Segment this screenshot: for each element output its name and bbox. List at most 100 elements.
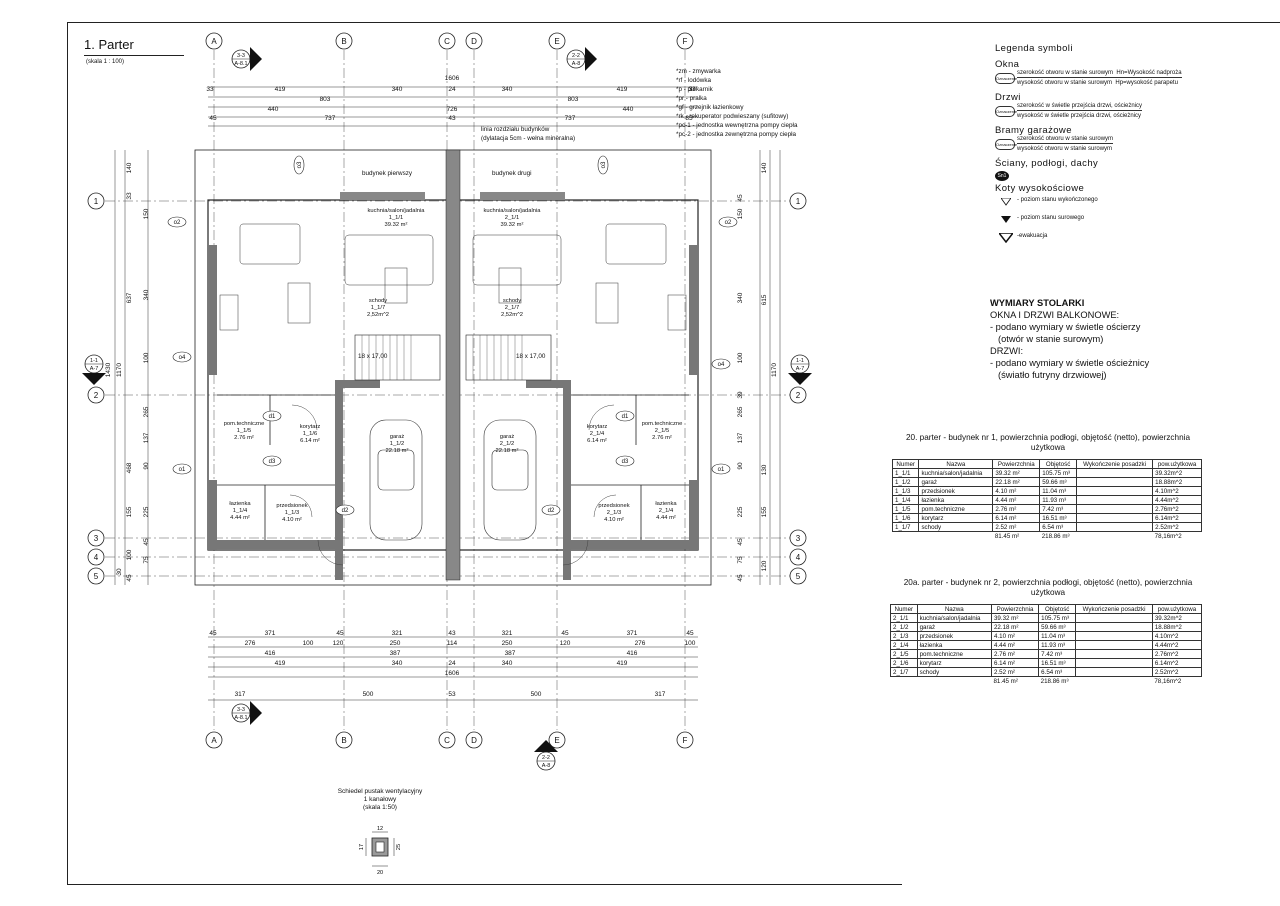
dim-top: 340 <box>502 86 513 93</box>
dim-top: 803 <box>568 96 579 103</box>
table-cell <box>1076 522 1154 532</box>
table-cell: kuchnia/salon/jadalnia <box>916 613 992 623</box>
room-num: 2_1/4 <box>659 508 674 514</box>
axis-bubble-1-left: 1 <box>87 192 105 210</box>
table-cell <box>1075 667 1153 677</box>
chimney-title: Schiedel pustak wentylacyjny <box>337 788 423 795</box>
dim-top: 726 <box>447 106 458 113</box>
dim-top: 33 <box>206 86 214 93</box>
table-total-cell <box>893 532 919 541</box>
dim-left: 468 <box>126 462 133 473</box>
legend-evacuation: -ewakuacja <box>995 230 1225 248</box>
table-cell: 1_1/5 <box>891 504 920 514</box>
chimney-dim: 20 <box>377 870 383 876</box>
dim-bottom: 340 <box>392 660 403 667</box>
door-mark-d2: d2 <box>541 504 561 516</box>
room-area: 2.76 m² <box>234 435 254 441</box>
dim-bottom: 371 <box>627 630 638 637</box>
table-cell: 4.44m^2 <box>1152 495 1202 505</box>
dim-right: 39 <box>737 391 744 399</box>
room-area: 6.14 m² <box>300 438 320 444</box>
table-cell: 4.10m^2 <box>1152 486 1202 496</box>
dim-bottom: 387 <box>505 650 516 657</box>
room-num: 1_1/7 <box>371 305 386 311</box>
axis-bubble-5-left: 5 <box>87 567 105 585</box>
svg-text:3-3: 3-3 <box>237 707 245 713</box>
svg-text:B: B <box>341 37 346 46</box>
garage-door-symbol-icon: Oznaczenie <box>995 139 1017 150</box>
dim-bottom: 500 <box>531 691 542 698</box>
drawing-title: 1. Parter <box>84 37 134 52</box>
dilatation-note: (dylatacja 5cm - wełna mineralna) <box>481 135 575 142</box>
room-num: 2_1/2 <box>500 441 515 447</box>
dim-bottom: 45 <box>209 630 217 637</box>
axis-bubble-c-top: C <box>438 32 456 50</box>
table-cell: przedsionek <box>918 486 994 496</box>
table-cell: 6.14 m² <box>992 513 1041 523</box>
svg-text:2-2: 2-2 <box>572 53 580 59</box>
appliance-note: *rk - rekuperator podwieszany (sufitowy) <box>676 113 788 120</box>
table-cell: 2_1/3 <box>890 631 918 641</box>
axis-bubble-5-right: 5 <box>789 567 807 585</box>
table-cell: przedsionek <box>916 631 992 641</box>
room-area: 22.18 m² <box>386 448 409 454</box>
room-area: 4.44 m² <box>656 515 676 521</box>
dim-bottom: 340 <box>502 660 513 667</box>
table1-caption: 20. parter - budynek nr 1, powierzchnia … <box>906 433 1190 452</box>
legend-level-finished: - poziom stanu wykończonego <box>995 194 1225 212</box>
dim-bottom: 120 <box>560 640 571 647</box>
table-cell: 2.76m^2 <box>1152 504 1202 514</box>
svg-text:C: C <box>444 37 450 46</box>
svg-text:5: 5 <box>94 572 99 581</box>
sheet-frame-bottom <box>67 884 902 885</box>
room-name: łazienka <box>229 501 251 507</box>
axis-bubble-b-bottom: B <box>335 731 353 749</box>
axis-bubble-2-left: 2 <box>87 386 105 404</box>
svg-text:A: A <box>211 736 217 745</box>
svg-text:D: D <box>471 37 477 46</box>
svg-text:A-7: A-7 <box>90 366 99 372</box>
dim-right: 340 <box>737 292 744 303</box>
svg-text:o3: o3 <box>297 161 303 168</box>
table-cell <box>1076 477 1154 487</box>
table-total-cell: 218.86 m³ <box>1041 532 1070 540</box>
dim-top: 43 <box>448 115 456 122</box>
dim-left: 90 <box>143 462 150 470</box>
dim-bottom: 321 <box>502 630 513 637</box>
dim-right: 45 <box>737 538 744 546</box>
svg-text:4: 4 <box>94 553 99 562</box>
table-header-cell: pow.użytkowa <box>1152 459 1202 469</box>
table-cell: korytarz <box>916 658 992 668</box>
dim-right: 45 <box>737 574 744 582</box>
legend-door-height: wysokość w świetle przejścia drzwi, ości… <box>1017 113 1142 119</box>
dim-top: 440 <box>623 106 634 113</box>
dim-right: 45 <box>737 194 744 202</box>
table-cell: garaż <box>918 477 994 487</box>
dim-left: 140 <box>126 162 133 173</box>
table-cell: 2.52 m² <box>992 522 1041 532</box>
svg-text:5: 5 <box>796 572 801 581</box>
svg-text:D: D <box>471 736 477 745</box>
table-cell: łazienka <box>916 640 992 650</box>
table-cell: 39.32 m² <box>990 613 1040 623</box>
door-mark-d2: d2 <box>335 504 355 516</box>
dim-top: 45 <box>209 115 217 122</box>
joinery-line: OKNA I DRZWI BALKONOWE: <box>990 310 1120 320</box>
table-cell: 2.52m^2 <box>1151 667 1203 677</box>
room-area: 2,52m^2 <box>367 312 389 318</box>
table-total-cell: 218.86 m³ <box>1040 677 1069 685</box>
table-total-cell: 78,16m^2 <box>1154 532 1182 540</box>
chimney-dim: 25 <box>396 844 402 850</box>
room-name: kuchnia/salon/jadalnia <box>367 208 425 214</box>
room-num: 1_1/3 <box>285 510 300 516</box>
dim-top: 737 <box>325 115 336 122</box>
dim-top: 24 <box>448 86 456 93</box>
dilatation-note: linia rozdziału budynków <box>481 126 550 133</box>
